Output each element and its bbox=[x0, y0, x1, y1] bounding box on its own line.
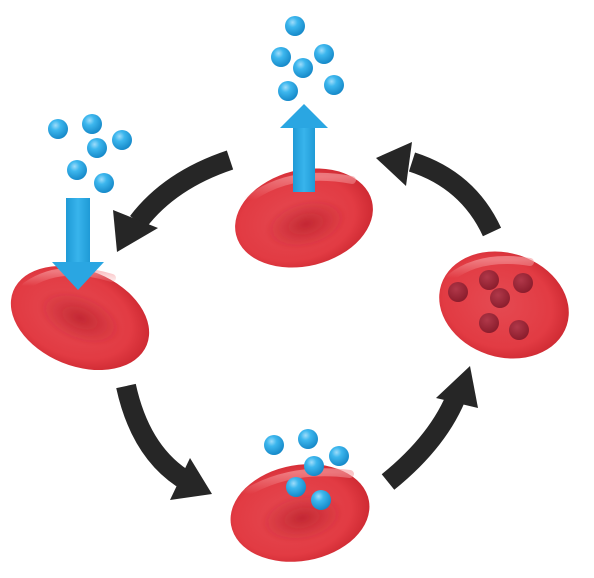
cell-left bbox=[10, 265, 150, 371]
molecules-bottom bbox=[264, 429, 349, 510]
molecule bbox=[285, 16, 305, 36]
molecules-top bbox=[271, 16, 344, 101]
molecule bbox=[87, 138, 107, 158]
molecule bbox=[293, 58, 313, 78]
cycle-arrows bbox=[113, 142, 502, 500]
cell-bottom bbox=[230, 464, 370, 562]
molecule bbox=[314, 44, 334, 64]
internal-dots-right bbox=[448, 270, 533, 340]
molecule bbox=[48, 119, 68, 139]
molecule bbox=[278, 81, 298, 101]
molecule bbox=[82, 114, 102, 134]
molecule bbox=[329, 446, 349, 466]
internal-dot bbox=[479, 313, 499, 333]
internal-dot bbox=[513, 273, 533, 293]
molecule bbox=[298, 429, 318, 449]
cycle-arrow-bottom-left bbox=[116, 383, 212, 500]
molecule bbox=[304, 456, 324, 476]
molecule bbox=[94, 173, 114, 193]
internal-dot bbox=[490, 288, 510, 308]
internal-dot bbox=[448, 282, 468, 302]
molecule bbox=[311, 490, 331, 510]
molecule bbox=[324, 75, 344, 95]
molecule bbox=[286, 477, 306, 497]
molecule bbox=[264, 435, 284, 455]
molecule bbox=[112, 130, 132, 150]
up-arrow-icon bbox=[280, 104, 328, 192]
cycle-arrow-top-right bbox=[376, 142, 502, 237]
cycle-arrow-bottom-right bbox=[381, 366, 478, 490]
down-arrow-icon bbox=[52, 198, 104, 290]
internal-dot bbox=[509, 320, 529, 340]
cell-top bbox=[235, 168, 373, 268]
molecule bbox=[271, 47, 291, 67]
internal-dot bbox=[479, 270, 499, 290]
cycle-arrow-top-left bbox=[113, 150, 234, 252]
molecules-left bbox=[48, 114, 132, 193]
molecule bbox=[67, 160, 87, 180]
